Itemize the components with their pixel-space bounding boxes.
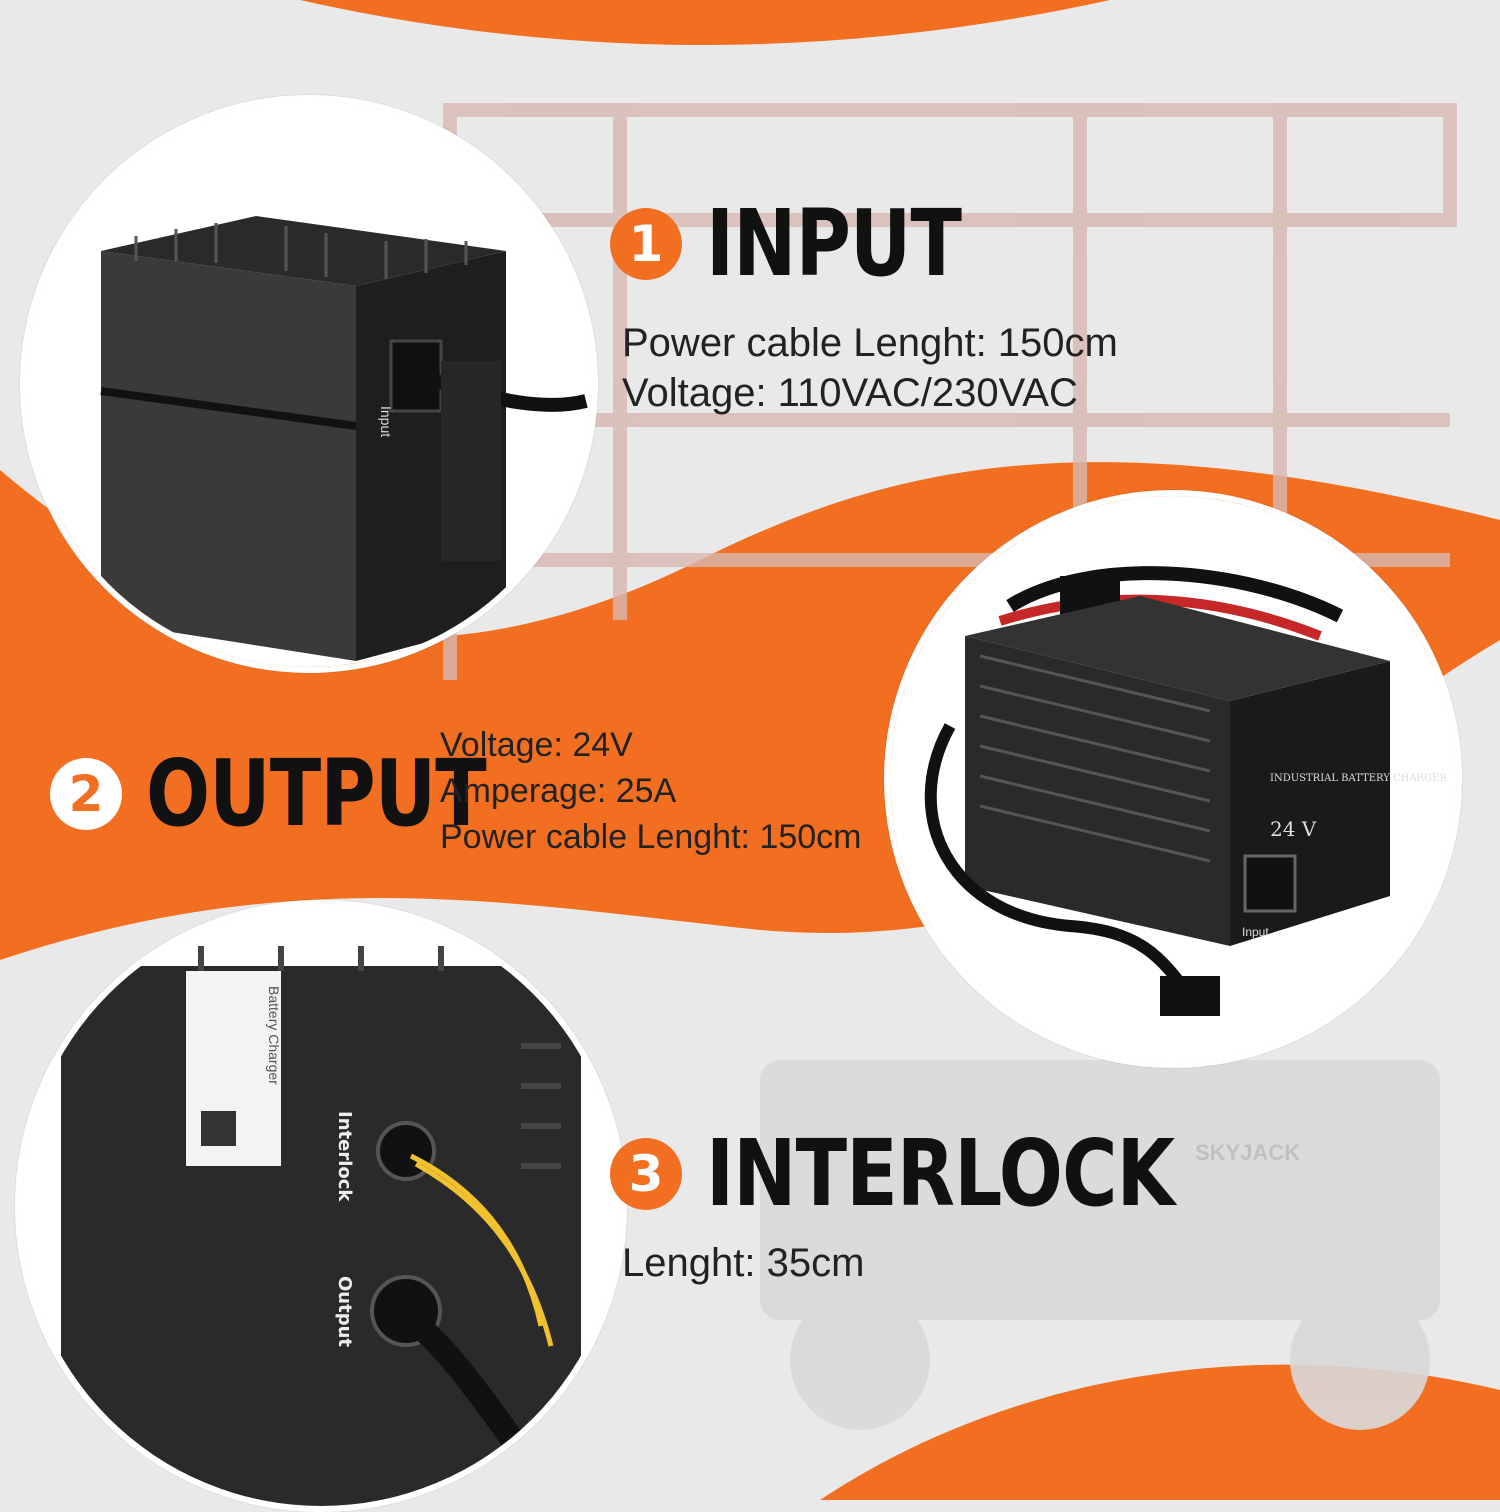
section-number-badge: 3 [610,1138,682,1210]
device-label: INDUSTRIAL BATTERY CHARGER [1270,773,1447,784]
device-voltage-label: 24 V [1270,817,1317,841]
output-heading: 2 OUTPUT [50,748,561,840]
input-port-label: Input [1242,925,1269,939]
input-heading: 1 INPUT [610,198,1017,290]
interlock-heading: 3 INTERLOCK [610,1128,1277,1220]
interlock-port-label: Interlock [334,1111,355,1202]
description-line: Voltage: 110VAC/230VAC [622,371,1078,415]
description-line: Amperage: 25A [440,772,677,810]
input-photo-circle: Input [20,95,598,673]
section-title: INTERLOCK [706,1120,1175,1227]
section-title: INPUT [706,190,962,297]
interlock-photo-circle: Battery Charger Interlock Output [15,900,627,1512]
input-port-label: Input [378,406,394,437]
sticker-title: Battery Charger [266,986,282,1085]
description-line: Voltage: 24V [440,726,633,764]
section-title: OUTPUT [146,740,487,847]
section-number-badge: 1 [610,208,682,280]
description-line: Lenght: 35cm [622,1241,865,1285]
section-number-badge: 2 [50,758,122,830]
interlock-description: Lenght: 35cm [622,1238,864,1288]
input-description: Power cable Lenght: 150cm Voltage: 110VA… [622,318,1118,418]
description-line: Power cable Lenght: 150cm [440,818,862,856]
output-description: Voltage: 24V Amperage: 25A Power cable L… [440,722,861,860]
description-line: Power cable Lenght: 150cm [622,321,1118,365]
background-brand-text: SKYJACK [1195,1140,1300,1165]
output-photo-circle: INDUSTRIAL BATTERY CHARGER 24 V Input [884,490,1462,1068]
output-port-label: Output [334,1276,355,1347]
